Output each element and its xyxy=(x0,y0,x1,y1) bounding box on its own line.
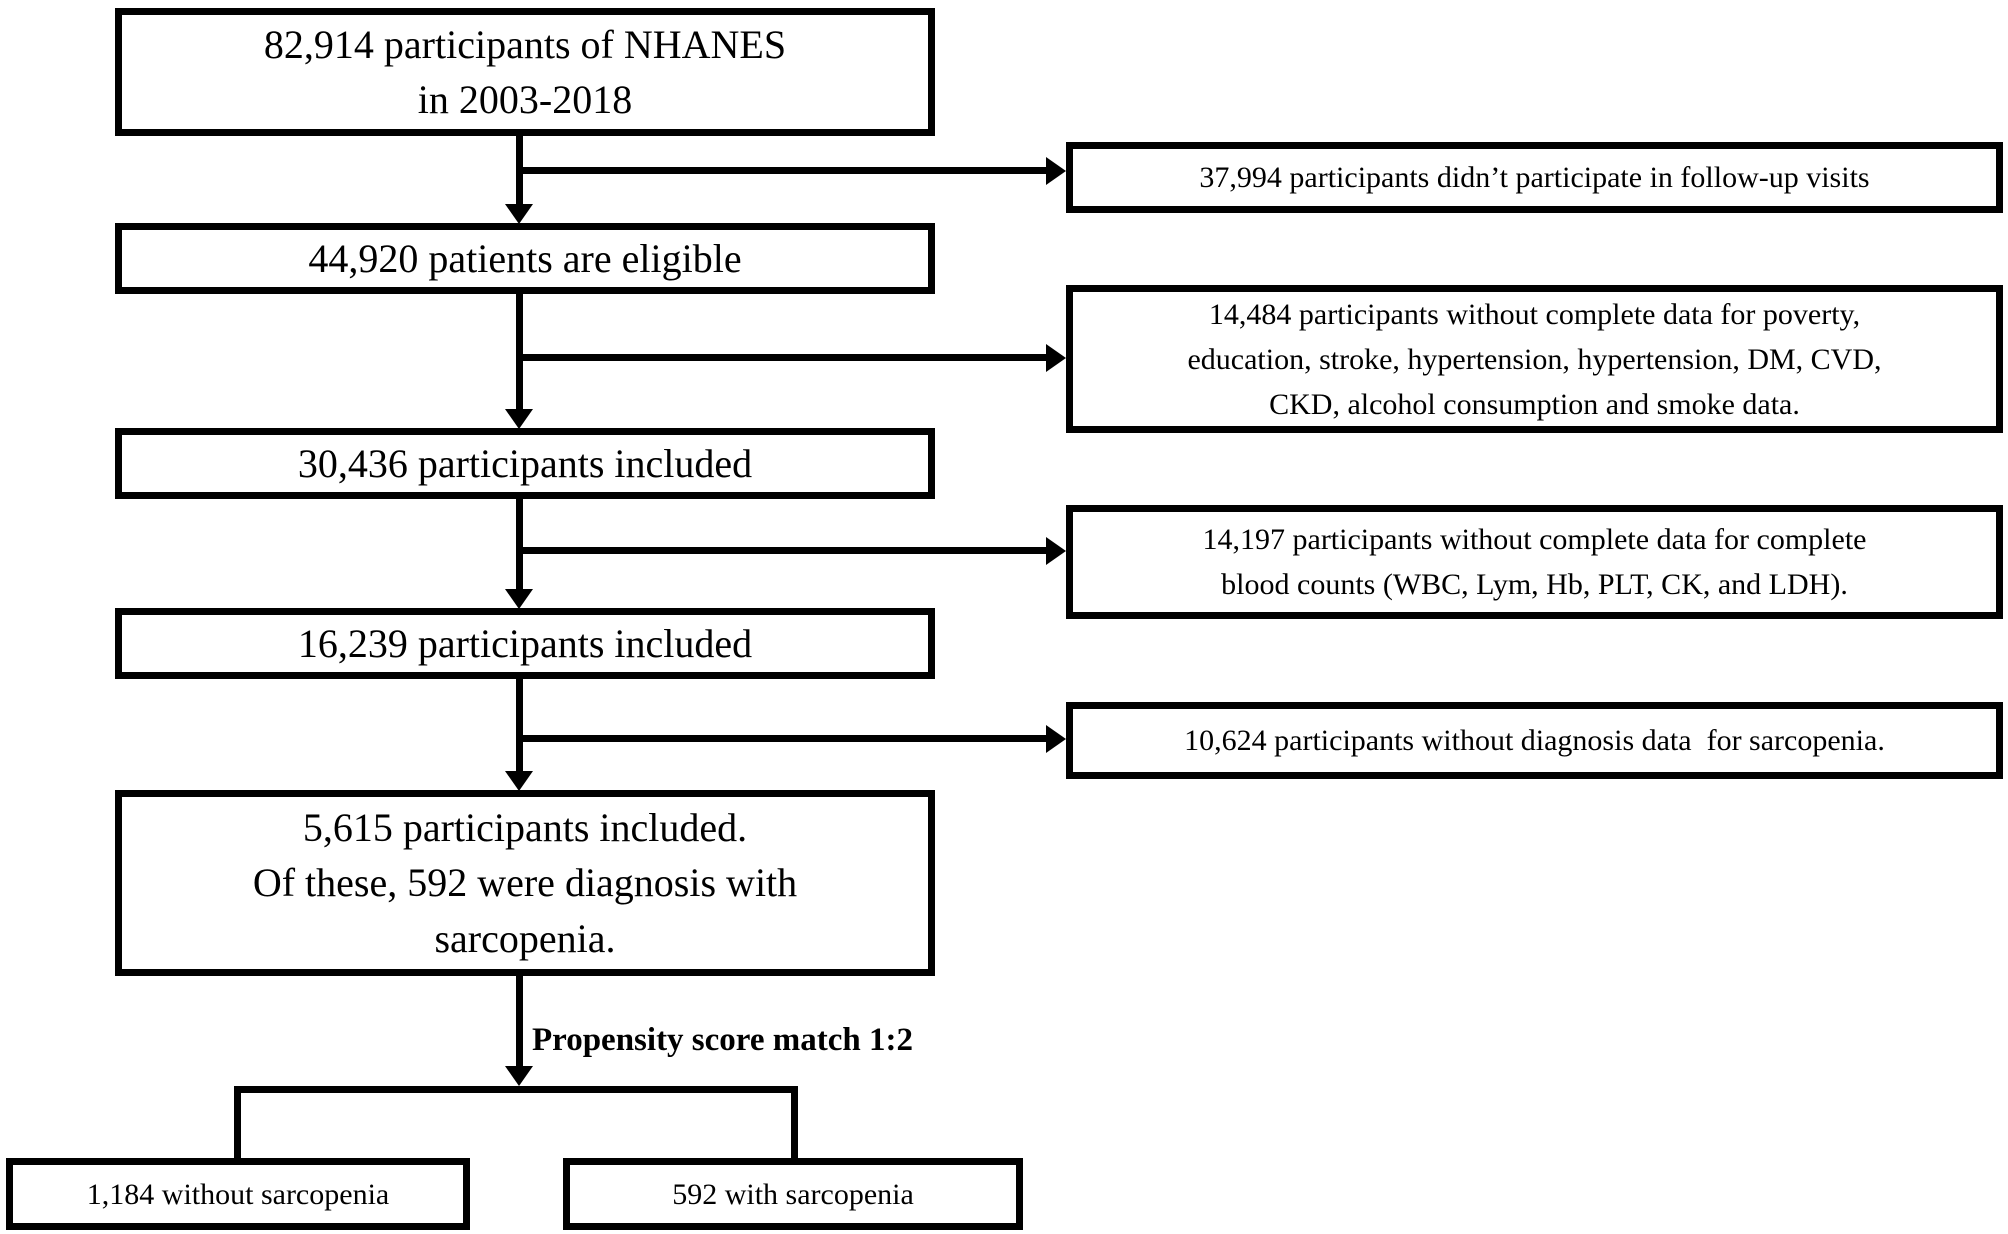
outcome-box-with-sarcopenia: 592 with sarcopenia xyxy=(563,1158,1023,1230)
exclusion-box-sarcopenia-diagnosis: 10,624 participants without diagnosis da… xyxy=(1066,702,2003,779)
arrowhead-down-to-16239 xyxy=(505,589,533,609)
flow-box-included-16239: 16,239 participants included xyxy=(115,608,935,679)
flow-box-nhanes-total-label: 82,914 participants of NHANES in 2003-20… xyxy=(263,21,787,122)
connector-to-followup-exclusion xyxy=(516,167,1046,174)
flow-box-included-5615-label: 5,615 participants included. Of these, 5… xyxy=(252,805,798,961)
arrowhead-right-covariates xyxy=(1046,344,1066,372)
arrowhead-right-sarcopenia xyxy=(1046,725,1066,753)
propensity-match-label: Propensity score match 1:2 xyxy=(532,1022,913,1058)
arrowhead-right-blood xyxy=(1046,537,1066,565)
exclusion-box-covariates: 14,484 participants without complete dat… xyxy=(1066,285,2003,433)
connector-to-blood-exclusion xyxy=(516,547,1046,554)
arrowhead-down-to-eligible xyxy=(505,204,533,224)
exclusion-box-covariates-label: 14,484 participants without complete dat… xyxy=(1187,297,1882,421)
flow-box-nhanes-total: 82,914 participants of NHANES in 2003-20… xyxy=(115,8,935,136)
connector-5615-to-branch xyxy=(516,976,523,1067)
flow-box-included-30436: 30,436 participants included xyxy=(115,428,935,499)
exclusion-box-blood-counts: 14,197 participants without complete dat… xyxy=(1066,505,2003,619)
arrowhead-right-followup xyxy=(1046,157,1066,185)
flow-box-included-30436-label: 30,436 participants included xyxy=(297,440,753,486)
outcome-box-with-sarcopenia-label: 592 with sarcopenia xyxy=(672,1177,914,1211)
connector-eligible-to-30436 xyxy=(516,294,523,410)
connector-16239-to-5615 xyxy=(516,679,523,771)
outcome-box-without-sarcopenia-label: 1,184 without sarcopenia xyxy=(86,1177,390,1211)
branch-horizontal-line xyxy=(234,1086,798,1093)
flow-box-included-16239-label: 16,239 participants included xyxy=(297,620,753,666)
connector-to-covariates-exclusion xyxy=(516,354,1046,361)
arrowhead-down-to-branch xyxy=(505,1066,533,1086)
branch-right-drop-line xyxy=(791,1086,798,1158)
flow-box-eligible: 44,920 patients are eligible xyxy=(115,223,935,294)
connector-30436-to-16239 xyxy=(516,499,523,590)
exclusion-box-followup-label: 37,994 participants didn’t participate i… xyxy=(1199,161,1870,194)
outcome-box-without-sarcopenia: 1,184 without sarcopenia xyxy=(6,1158,470,1230)
exclusion-box-sarcopenia-diagnosis-label: 10,624 participants without diagnosis da… xyxy=(1184,724,1885,757)
branch-left-drop-line xyxy=(234,1086,241,1158)
exclusion-box-followup: 37,994 participants didn’t participate i… xyxy=(1066,142,2003,213)
flow-box-included-5615: 5,615 participants included. Of these, 5… xyxy=(115,790,935,976)
exclusion-box-blood-counts-label: 14,197 participants without complete dat… xyxy=(1202,523,1867,601)
flow-box-eligible-label: 44,920 patients are eligible xyxy=(308,235,742,281)
arrowhead-down-to-30436 xyxy=(505,409,533,429)
connector-to-sarcopenia-exclusion xyxy=(516,735,1046,742)
arrowhead-down-to-5615 xyxy=(505,771,533,791)
